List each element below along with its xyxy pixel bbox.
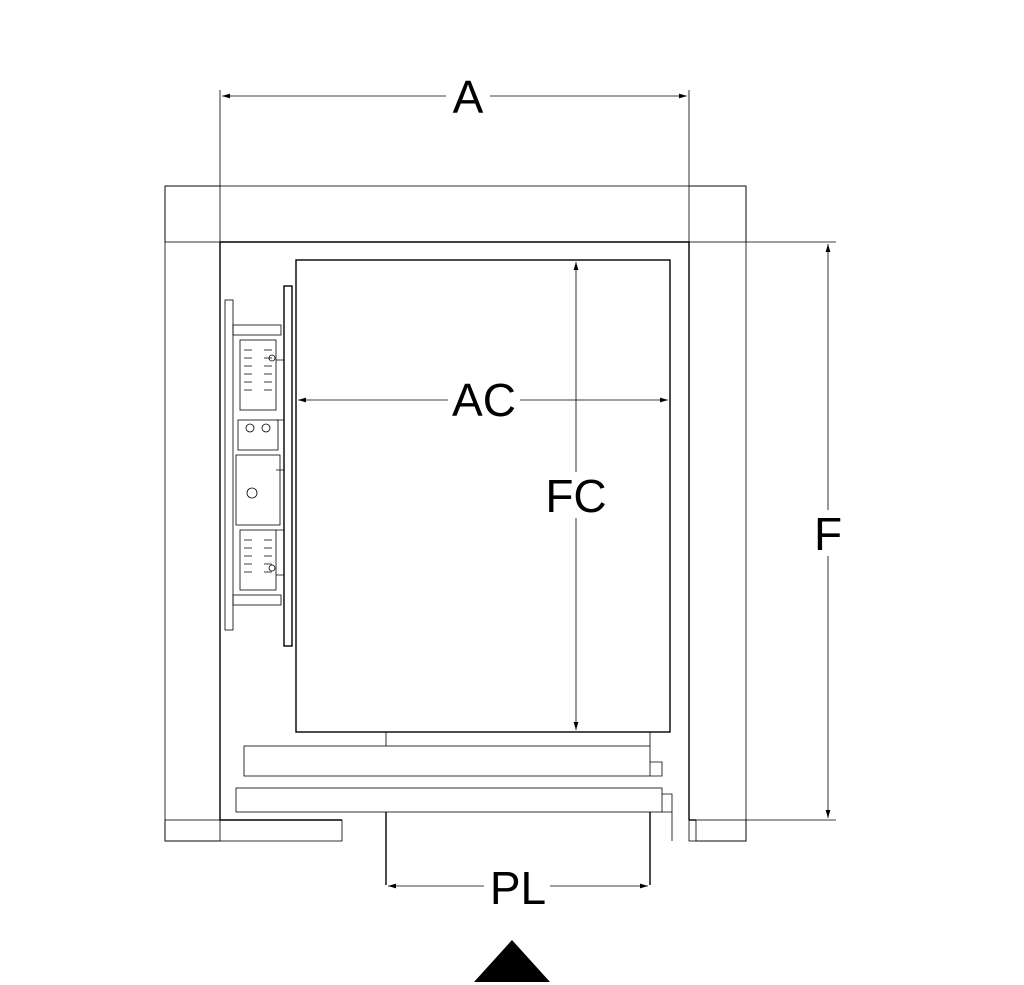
- shaft-walls: [164, 185, 747, 842]
- guide-rail-assembly: [224, 285, 293, 647]
- dimension-pl: PL: [388, 862, 648, 914]
- door-panels: [235, 732, 673, 885]
- dimension-f: F: [746, 241, 846, 821]
- dimension-a: A: [219, 71, 690, 186]
- label-pl: PL: [490, 862, 546, 914]
- label-fc: FC: [545, 470, 606, 522]
- entrance-arrow-icon: [474, 940, 550, 982]
- elevator-car: [295, 259, 671, 733]
- dimension-ac: AC: [298, 374, 668, 426]
- dimension-fc: FC: [540, 262, 612, 730]
- label-a: A: [453, 71, 484, 123]
- label-ac: AC: [452, 374, 516, 426]
- label-f: F: [814, 508, 842, 560]
